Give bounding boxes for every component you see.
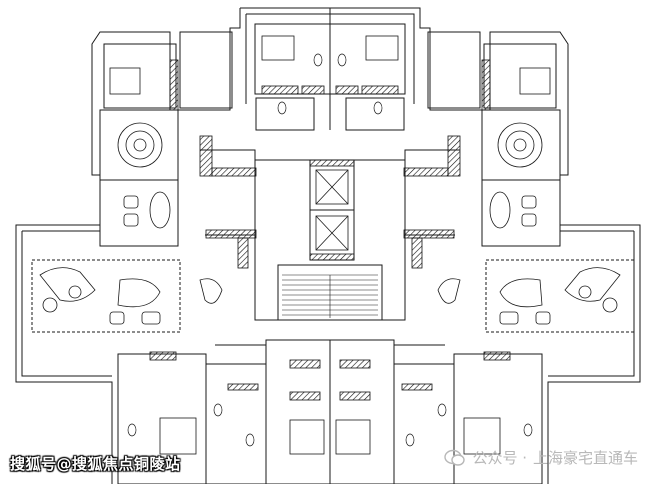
- beds: [109, 35, 551, 455]
- elevators: [315, 169, 349, 251]
- watermark-right: 公众号 · 上海豪宅直通车: [444, 447, 638, 468]
- watermark-right-text: 上海豪宅直通车: [532, 449, 638, 467]
- outer-walls: [15, 7, 641, 484]
- wechat-icon: [444, 449, 466, 466]
- dining-tables: [117, 122, 543, 168]
- stairs: [282, 274, 378, 318]
- watermark-left-text: 搜狐号@搜狐焦点铜陵站: [10, 455, 181, 473]
- structural-walls: [149, 59, 511, 401]
- bathroom-fixtures: [127, 53, 533, 447]
- watermark-left: 搜狐号@搜狐焦点铜陵站: [10, 453, 181, 474]
- sofas: [39, 191, 621, 325]
- watermark-right-prefix: 公众号 ·: [472, 449, 527, 467]
